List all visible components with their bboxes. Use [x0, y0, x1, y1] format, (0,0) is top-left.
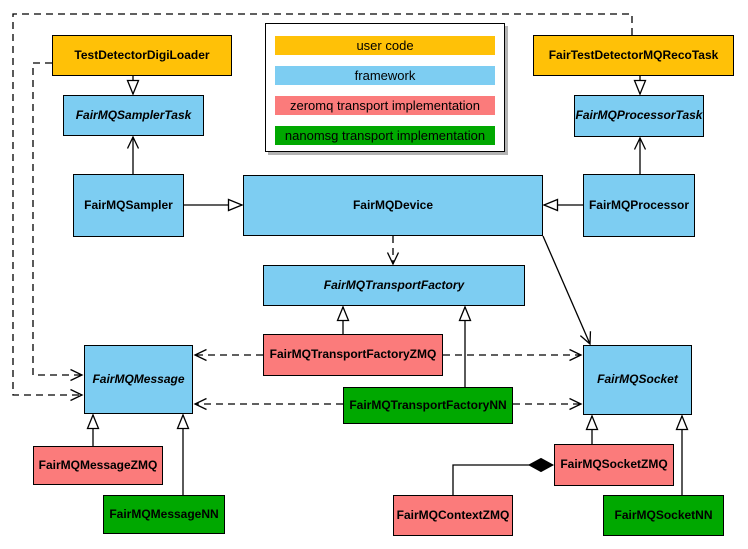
legend-label-nanomsg: nanomsg transport implementation	[284, 128, 486, 143]
node-fairtestdetectormqrecotask: FairTestDetectorMQRecoTask	[533, 35, 734, 76]
legend-label-framework: framework	[354, 68, 416, 83]
node-fairmqtransportfactory: FairMQTransportFactory	[263, 265, 525, 306]
node-fairmqmessagenn-label: FairMQMessageNN	[109, 506, 219, 521]
node-fairmqprocessortask-label: FairMQProcessorTask	[575, 108, 703, 123]
node-fairmqsampler-label: FairMQSampler	[84, 197, 173, 212]
node-testdetectordigiloader-label: TestDetectorDigiLoader	[74, 47, 210, 62]
edge-contextzmq-socketzmq	[452, 465, 553, 495]
node-fairmqmessagezmq: FairMQMessageZMQ	[33, 446, 163, 485]
node-fairmqsocketzmq-label: FairMQSocketZMQ	[560, 457, 668, 472]
node-fairmqsocket-label: FairMQSocket	[597, 372, 678, 387]
node-fairmqcontextzmq: FairMQContextZMQ	[393, 495, 513, 536]
node-fairmqdevice-label: FairMQDevice	[352, 197, 434, 212]
legend-item-zeromq: zeromq transport implementation	[275, 96, 495, 115]
node-fairmqmessagezmq-label: FairMQMessageZMQ	[38, 457, 158, 472]
node-fairmqmessage-label: FairMQMessage	[92, 371, 185, 386]
node-fairmqsamplertask: FairMQSamplerTask	[63, 95, 204, 136]
node-fairtestdetectormqrecotask-label: FairTestDetectorMQRecoTask	[548, 47, 719, 62]
node-fairmqsocketnn-label: FairMQSocketNN	[614, 507, 713, 522]
legend-label-user-code: user code	[356, 38, 414, 53]
legend: user code framework zeromq transport imp…	[265, 23, 505, 152]
node-fairmqsocketnn: FairMQSocketNN	[603, 495, 724, 536]
legend-item-nanomsg: nanomsg transport implementation	[275, 126, 495, 145]
node-fairmqprocessor-label: FairMQProcessor	[588, 197, 690, 212]
legend-item-framework: framework	[275, 66, 495, 85]
node-fairmqsampler: FairMQSampler	[73, 174, 184, 237]
node-fairmqsamplertask-label: FairMQSamplerTask	[75, 107, 192, 122]
node-fairmqsocketzmq: FairMQSocketZMQ	[554, 444, 674, 486]
node-fairmqmessage: FairMQMessage	[84, 345, 193, 414]
node-fairmqsocket: FairMQSocket	[583, 345, 692, 415]
node-fairmqprocessortask: FairMQProcessorTask	[574, 95, 704, 137]
node-fairmqcontextzmq-label: FairMQContextZMQ	[396, 507, 510, 522]
node-fairmqprocessor: FairMQProcessor	[583, 174, 695, 237]
legend-label-zeromq: zeromq transport implementation	[289, 98, 481, 113]
legend-item-user-code: user code	[275, 36, 495, 55]
edge-recotask-message	[12, 13, 633, 402]
node-fairmqmessagenn: FairMQMessageNN	[103, 495, 225, 534]
edge-device-socket	[542, 235, 592, 346]
edge-digiloader-message	[32, 62, 84, 382]
node-fairmqtransportfactorynn: FairMQTransportFactoryNN	[343, 387, 513, 424]
node-fairmqtransportfactoryzmq: FairMQTransportFactoryZMQ	[263, 334, 443, 376]
node-fairmqtransportfactoryzmq-label: FairMQTransportFactoryZMQ	[269, 347, 437, 362]
node-testdetectordigiloader: TestDetectorDigiLoader	[52, 35, 232, 76]
node-fairmqtransportfactory-label: FairMQTransportFactory	[323, 277, 465, 292]
node-fairmqtransportfactorynn-label: FairMQTransportFactoryNN	[349, 397, 507, 412]
node-fairmqdevice: FairMQDevice	[243, 175, 543, 236]
